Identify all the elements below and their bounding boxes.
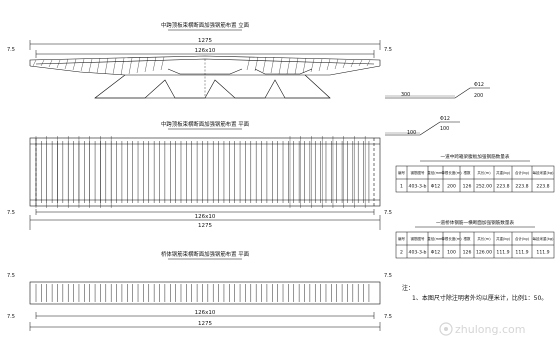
table2-cell: 111.9 [536,250,549,256]
table2-cell: 111.9 [496,250,509,256]
table2-header-cell: 单根长度(m) [441,236,462,241]
table2-header-cell: 共长(m) [477,236,491,241]
table1-header-cell: 合计(kg) [515,170,530,175]
table2-data-row: 2 403-3-b Φ12 100 126 126.00 111.9 111.9… [400,250,550,256]
table2-cell: 111.9 [515,250,528,256]
table2-grid [395,231,555,259]
table2-cell: 403-3-b [409,250,427,256]
elevation-rebar-hatching [32,56,371,76]
watermark-text: zhulong.com [455,323,525,336]
elevation-spacing-label: 126x10 [195,48,216,54]
table1-header-cell: 根数 [464,170,472,175]
table1-header-cell: 直径(mm) [427,170,444,175]
rebar-a-tail-label: 200 [474,93,483,99]
plan-rebar-group [35,136,370,208]
table2-header-row: 编号 钢筋图号 直径(mm) 单根长度(m) 根数 共长(m) 共重(kg) 合… [398,236,554,241]
table2-cell: 2 [400,250,403,256]
table2-cell: Φ12 [431,250,441,256]
table1-header-cell: 每延米重(kg) [533,170,555,175]
bottom-dimension [29,312,381,331]
table2-header-cell: 根数 [464,236,472,241]
table1-header-cell: 共重(kg) [496,170,511,175]
plan-spacing-label: 126x10 [195,214,216,220]
bottom-total-label: 1275 [198,321,212,327]
table1-cell: Φ12 [431,184,441,190]
table1-cell: 223.8 [536,184,549,190]
elevation-edge-label-right: 7.5 [384,47,392,53]
plan-edge-label-left: 7.5 [7,210,15,216]
table2-cell: 126 [463,250,472,256]
table2-title: 一道桥体钢筋一横断面加强钢筋数量表 [436,219,515,226]
elevation-edge-label-left: 7.5 [7,47,15,53]
notes-heading: 注： [402,284,414,292]
bottom-edge-label-left-bottom: 7.5 [7,314,15,320]
bottom-edge-label-right-bottom: 7.5 [384,314,392,320]
box-girder-section [29,55,381,99]
bottom-edge-label-right-top: 7.5 [384,273,392,279]
table1-data-row: 1 403-3-b Φ12 200 126 252.00 223.8 223.8… [400,184,550,190]
elevation-title: 中跨顶板束横断面加强钢筋布置 立面 [161,21,250,29]
plan-edge-label-right: 7.5 [384,210,392,216]
rebar-shape-b [385,121,460,136]
table1-header-row: 编号 钢筋图号 直径(mm) 单根长度(m) 根数 共长(m) 共重(kg) 合… [398,170,554,175]
bottom-spacing-label: 126x10 [195,310,216,316]
table1-header-cell: 编号 [398,170,406,175]
table1-cell: 223.8 [496,184,509,190]
rebar-shape-a [385,87,490,99]
table2-header-cell: 每延米重(kg) [533,236,555,241]
table1-grid [395,165,555,193]
rebar-a-length-label: 300 [401,92,410,98]
rebar-b-diameter-label: Φ12 [440,116,450,122]
table1-cell: 126 [463,184,472,190]
rebar-b-length-label: 100 [407,130,416,136]
plan-total-label: 1275 [198,223,212,229]
table1-cell: 403-3-b [409,184,427,190]
table1-cell: 1 [400,184,403,190]
elevation-total-label: 1275 [198,38,212,44]
table2-header-cell: 钢筋图号 [411,236,425,241]
table2-cell: 100 [447,250,456,256]
bottom-slab-outline [29,281,381,305]
table2-header-cell: 合计(kg) [515,236,530,241]
elevation-total-dimension [29,40,381,50]
table1-cell: 223.8 [515,184,528,190]
rebar-b-tail-label: 100 [440,126,449,132]
table2-cell: 126.00 [476,250,492,256]
bottom-edge-label-left-top: 7.5 [7,273,15,279]
watermark: zhulong.com [439,322,525,336]
table1-cell: 200 [447,184,456,190]
bottom-rebar-group [35,284,370,302]
plan-slab-outline [29,137,381,207]
table1-title: 一道中跨箱梁腹板加强钢筋数量表 [441,153,510,160]
plan-title: 中跨顶板束横断面加强钢筋布置 平面 [161,120,250,128]
table2-header-cell: 直径(mm) [427,236,444,241]
table1-cell: 252.00 [476,184,492,190]
notes-item-1: 1、本图尺寸除注明者外均以厘米计，比例1：50。 [412,294,547,302]
bottom-title: 桥体钢筋束横断面加强钢筋布置 平面 [161,250,250,258]
plan-total-dimension [29,209,381,230]
table1-header-cell: 共长(m) [477,170,491,175]
table1-header-cell: 钢筋图号 [411,170,425,175]
elevation-spacing-dimension [35,50,375,58]
table1-header-cell: 单根长度(m) [441,170,462,175]
rebar-a-diameter-label: Φ12 [474,82,484,88]
table2-header-cell: 共重(kg) [496,236,511,241]
table2-header-cell: 编号 [398,236,406,241]
